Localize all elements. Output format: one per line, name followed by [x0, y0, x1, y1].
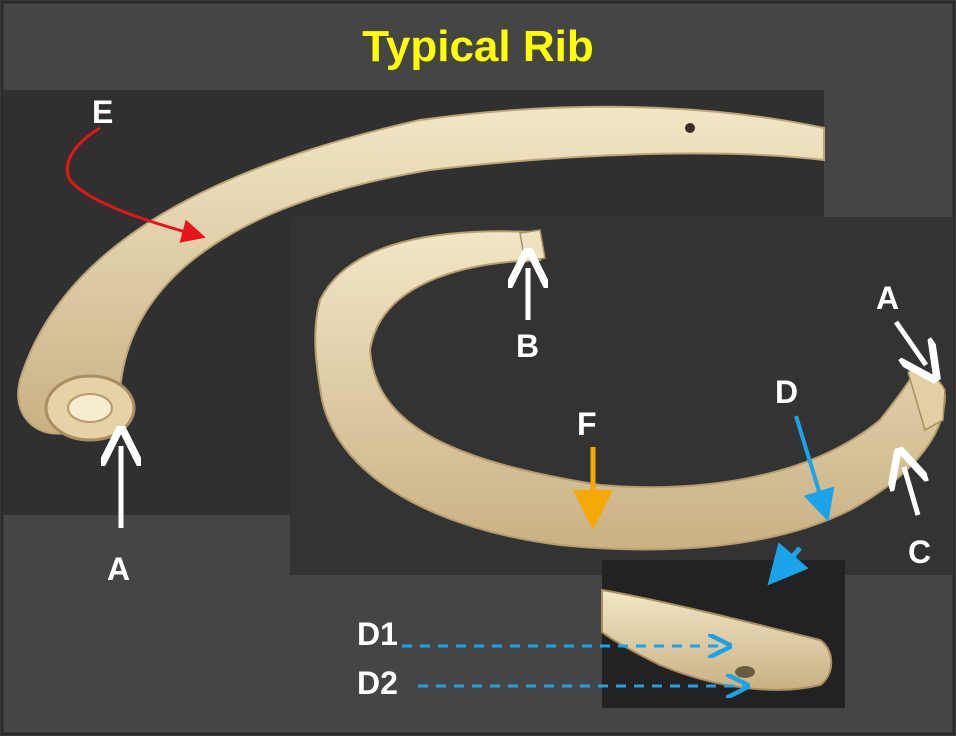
label-d: D — [775, 374, 799, 410]
arrow-d-inset — [767, 542, 809, 586]
slide-title: Typical Rib — [362, 22, 594, 71]
label-a-left: A — [107, 551, 131, 587]
arrow-d — [794, 415, 835, 522]
rib-photo-right — [290, 217, 954, 575]
label-d2: D2 — [357, 665, 398, 701]
label-d1: D1 — [357, 616, 398, 652]
label-a-right: A — [876, 280, 900, 316]
arrow-c — [904, 467, 918, 516]
label-f: F — [577, 406, 597, 442]
label-b: B — [516, 328, 540, 364]
label-c: C — [908, 534, 932, 570]
label-e: E — [92, 94, 114, 130]
arrow-e — [65, 126, 206, 243]
arrow-a-right — [893, 320, 926, 365]
